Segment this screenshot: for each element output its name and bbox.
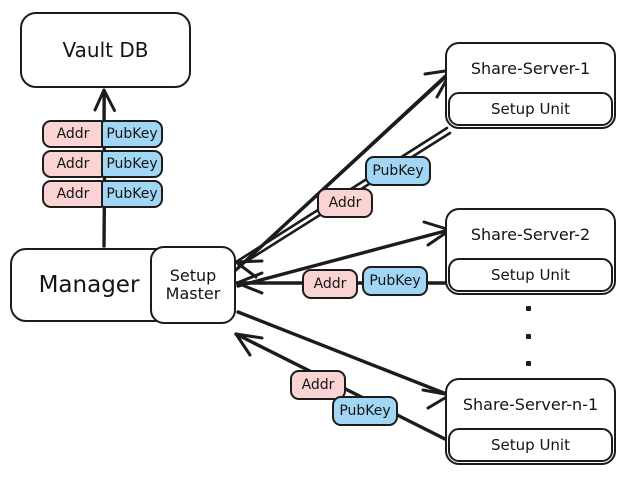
vault-chip-addr-1[interactable]: Addr [42,120,104,148]
manager-label: Manager [38,271,140,298]
share-server-1-node[interactable]: Share-Server-1 Setup Unit [445,42,616,129]
setup-master-label-line1: Setup [169,265,217,285]
chip-text: PubKey [106,126,158,142]
vault-db-node[interactable]: Vault DB [20,12,191,88]
ellipsis-dot [525,306,531,311]
chip-text: Addr [56,126,90,142]
chip-text: PubKey [106,186,158,202]
chip-text: PubKey [106,156,158,172]
ellipsis-dot [525,361,531,366]
share-server-1-setup-unit[interactable]: Setup Unit [448,92,613,126]
vault-chip-pubkey-3[interactable]: PubKey [101,180,163,208]
server1-chip-addr[interactable]: Addr [317,188,373,218]
chip-text: PubKey [372,163,424,179]
vault-chip-pubkey-1[interactable]: PubKey [101,120,163,148]
setup-master-label-line2: Master [165,284,221,303]
setup-master-node[interactable]: Setup Master [150,246,236,324]
chip-text: PubKey [369,273,421,289]
vault-chip-addr-3[interactable]: Addr [42,180,104,208]
vault-db-label: Vault DB [62,37,149,62]
share-server-n-1-setup-unit[interactable]: Setup Unit [448,428,613,462]
ellipsis-dot [525,333,531,339]
setup-master-label: Setup Master [162,265,225,304]
share-server-2-title: Share-Server-2 [470,224,591,244]
chip-text: Addr [56,156,90,172]
vault-chip-pubkey-2[interactable]: PubKey [101,150,163,178]
chip-text: Addr [301,377,335,393]
server3-chip-pubkey[interactable]: PubKey [332,396,398,426]
vault-chip-addr-2[interactable]: Addr [42,150,104,178]
share-server-1-title: Share-Server-1 [470,58,591,78]
share-server-n-1-title: Share-Server-n-1 [462,394,599,414]
chip-text: Addr [56,186,90,202]
server1-chip-pubkey[interactable]: PubKey [365,156,431,186]
server2-chip-addr[interactable]: Addr [302,269,358,299]
share-server-2-setup-unit[interactable]: Setup Unit [448,258,613,292]
chip-text: Addr [313,276,347,292]
share-server-n-1-node[interactable]: Share-Server-n-1 Setup Unit [445,378,616,465]
share-server-2-node[interactable]: Share-Server-2 Setup Unit [445,208,616,295]
chip-text: Addr [328,195,362,211]
chip-text: PubKey [339,403,391,419]
server2-chip-pubkey[interactable]: PubKey [362,266,428,296]
vertical-ellipsis [521,306,535,366]
